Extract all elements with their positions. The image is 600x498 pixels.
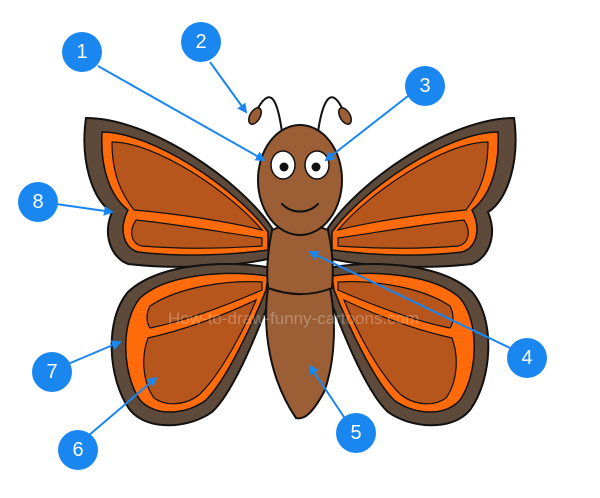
abdomen bbox=[265, 287, 335, 420]
upper-wing-right-fill-b bbox=[337, 219, 469, 249]
arrow-8 bbox=[55, 203, 114, 216]
callout-7-label: 7 bbox=[46, 361, 57, 383]
arrow-6 bbox=[87, 376, 158, 437]
callout-7: 7 bbox=[32, 352, 72, 392]
callout-5-label: 5 bbox=[350, 422, 361, 444]
callout-4: 4 bbox=[507, 338, 547, 378]
upper-wing-right-fill-a bbox=[336, 141, 489, 232]
arrow-3 bbox=[324, 95, 409, 162]
callout-6-label: 6 bbox=[72, 439, 83, 461]
arrow-2 bbox=[209, 61, 248, 114]
callout-4-label: 4 bbox=[521, 347, 532, 369]
callout-arrows bbox=[55, 61, 511, 437]
arrow-7 bbox=[67, 340, 122, 365]
antenna-left bbox=[257, 96, 283, 133]
callout-2-label: 2 bbox=[195, 31, 206, 53]
callout-8: 8 bbox=[18, 182, 58, 222]
lower-wing-left-fill-a bbox=[146, 281, 263, 329]
antenna-tip-left bbox=[248, 107, 262, 125]
callout-3: 3 bbox=[405, 66, 445, 106]
watermark-text: How-to-draw-funny-cartoons.com bbox=[168, 309, 419, 328]
arrow-4 bbox=[308, 250, 511, 349]
smile bbox=[280, 202, 320, 213]
lower-wing-left bbox=[110, 262, 278, 427]
callout-3-label: 3 bbox=[419, 75, 430, 97]
callout-5: 5 bbox=[336, 413, 376, 453]
arrow-1 bbox=[97, 65, 266, 161]
callout-6: 6 bbox=[58, 430, 98, 470]
callout-markers: 1 2 3 4 5 6 7 8 bbox=[18, 22, 547, 470]
antenna-right bbox=[317, 96, 343, 133]
butterfly-body bbox=[257, 124, 343, 420]
callout-8-label: 8 bbox=[32, 191, 43, 213]
callout-1: 1 bbox=[62, 32, 102, 72]
eye-left bbox=[270, 150, 296, 180]
antenna-tip-right bbox=[338, 107, 352, 125]
head bbox=[257, 124, 343, 236]
callout-2: 2 bbox=[181, 22, 221, 62]
lower-wing-right-fill-a bbox=[337, 281, 454, 329]
callout-1-label: 1 bbox=[76, 41, 87, 63]
lower-wing-right-fill-b bbox=[342, 298, 457, 405]
antennae bbox=[248, 96, 352, 133]
upper-wing-right bbox=[327, 116, 517, 268]
lower-wing-left-fill-b bbox=[143, 298, 258, 405]
arrow-5 bbox=[308, 364, 347, 421]
upper-wing-left bbox=[83, 116, 273, 268]
upper-wing-left-fill-a bbox=[111, 141, 264, 232]
upper-wing-left-fill-b bbox=[131, 219, 263, 249]
lower-wing-right bbox=[322, 262, 490, 427]
eye-right bbox=[304, 150, 330, 180]
